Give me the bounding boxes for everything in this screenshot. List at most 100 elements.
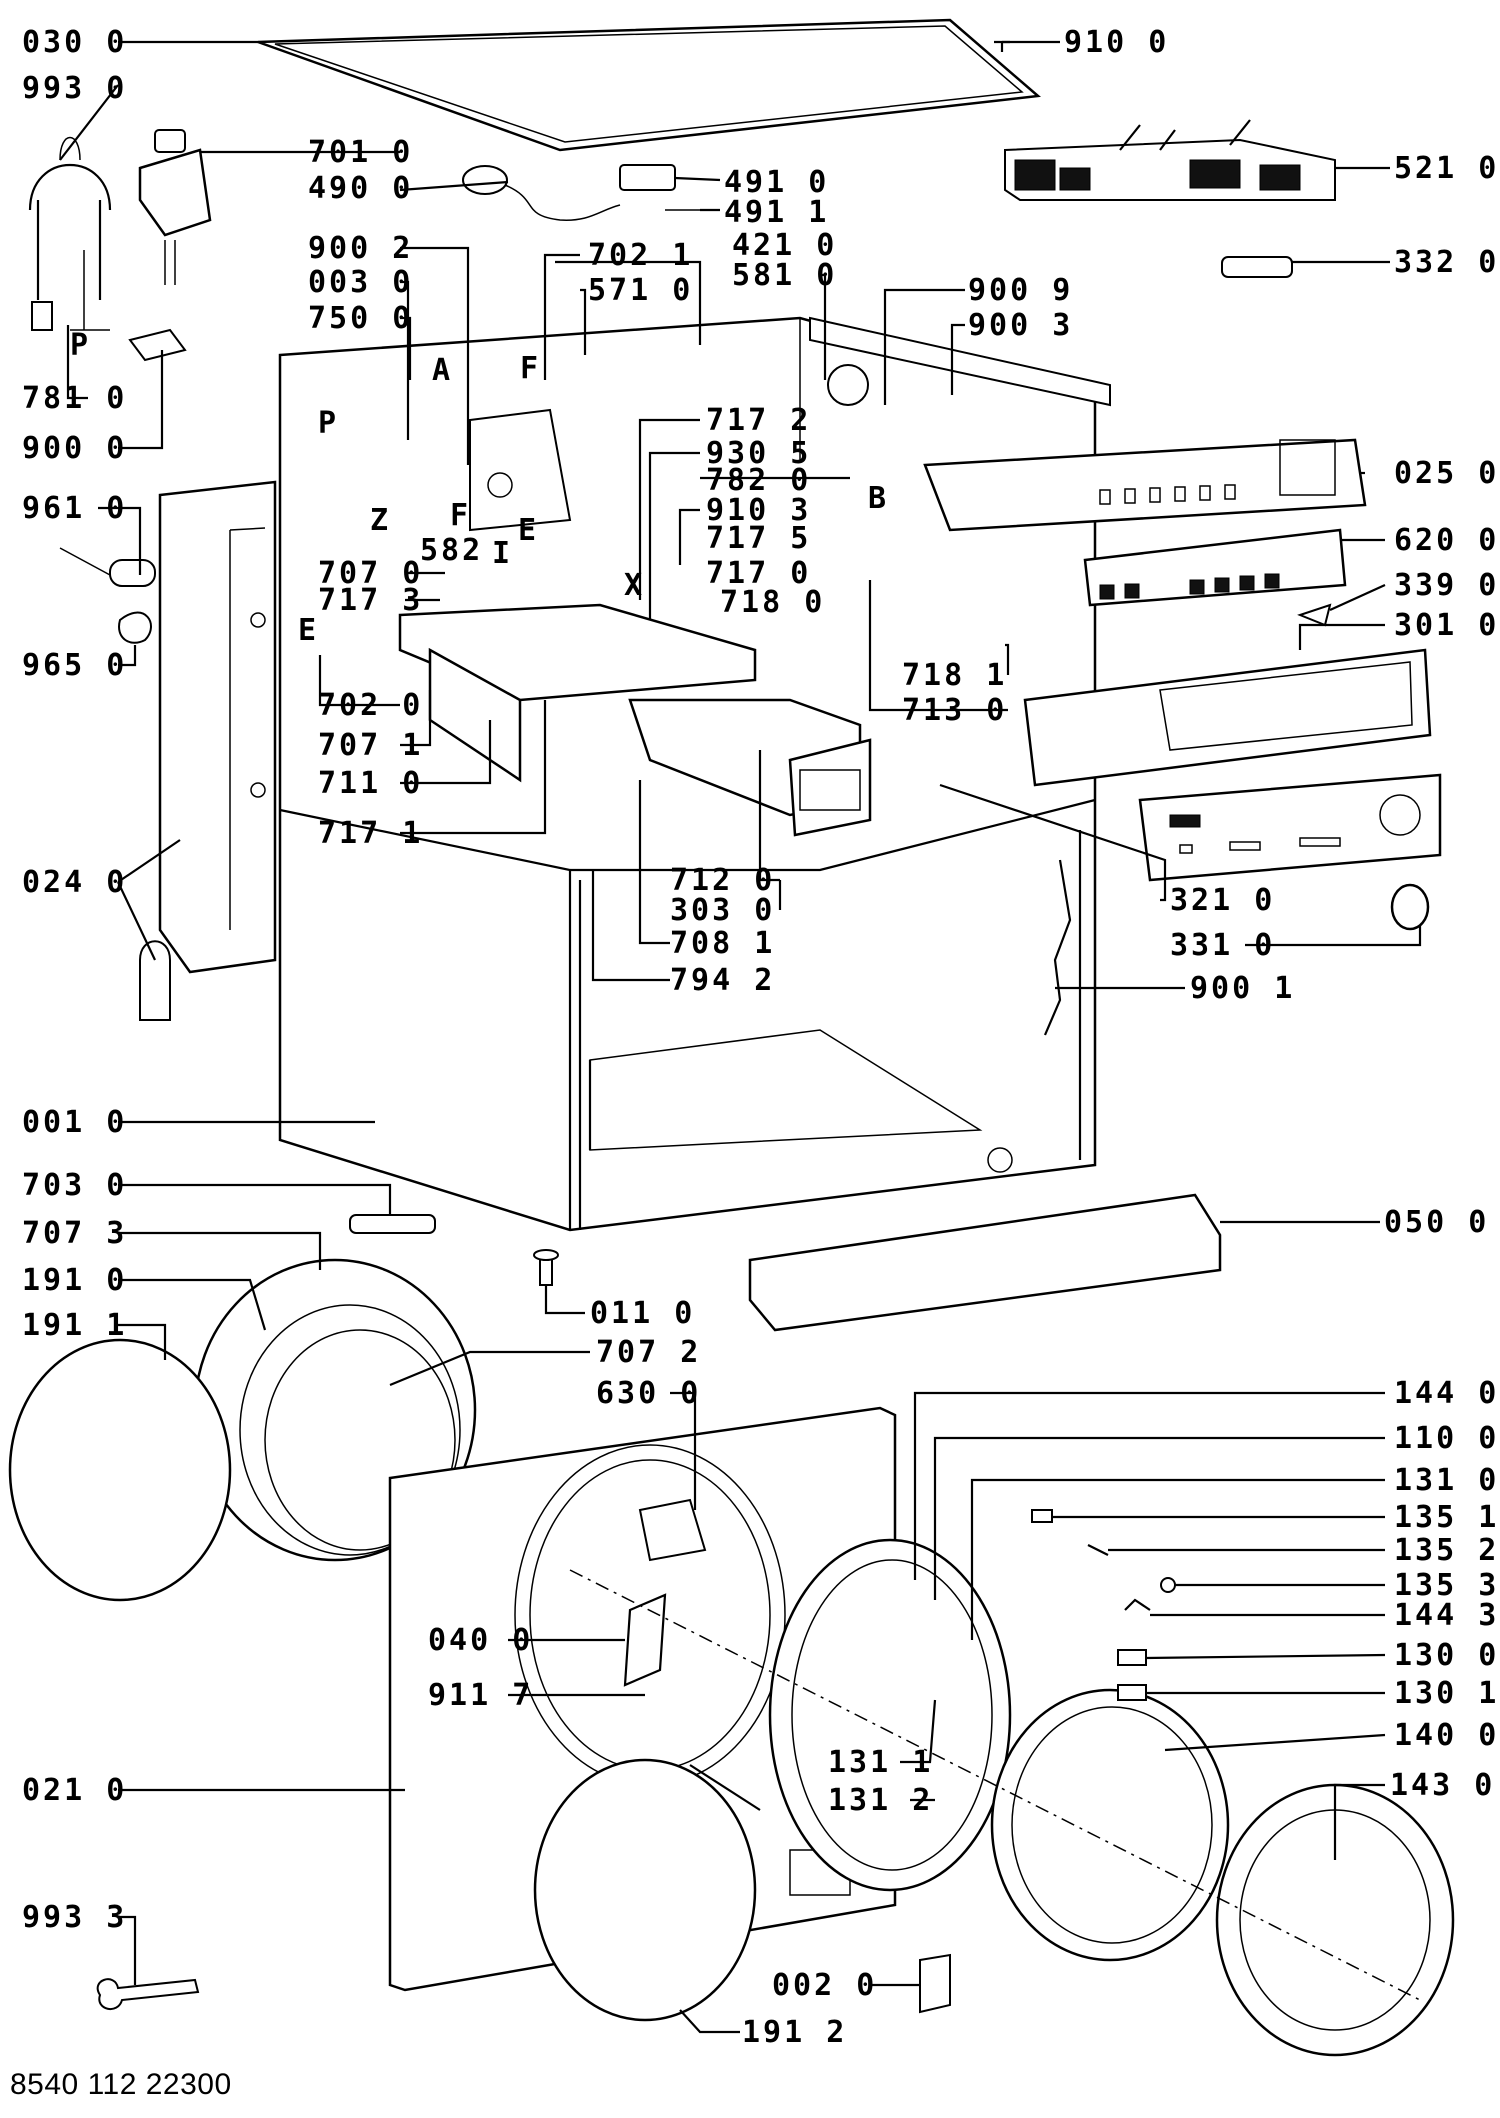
callout-130-0: 130 0 (1394, 1638, 1499, 1673)
marker-x: X (624, 568, 645, 603)
callout-900-0: 900 0 (22, 431, 127, 466)
callout-521-0: 521 0 (1394, 151, 1499, 186)
callout-024-0: 024 0 (22, 865, 127, 900)
cable-harness-part (1043, 859, 1072, 1036)
callout-707-3: 707 3 (22, 1216, 127, 1251)
door-bottom-part (533, 1758, 757, 2022)
fascia-part (923, 438, 1367, 532)
callout-040-0: 040 0 (428, 1623, 533, 1658)
callout-331-0: 331 0 (1170, 928, 1275, 963)
tub-back-part (8, 1338, 232, 1602)
callout-711-0: 711 0 (318, 766, 423, 801)
callout-993-3: 993 3 (22, 1900, 127, 1935)
callout-050-0: 050 0 (1384, 1205, 1489, 1240)
callout-321-0: 321 0 (1170, 883, 1275, 918)
callout-620-0: 620 0 (1394, 523, 1499, 558)
callout-911-7: 911 7 (428, 1678, 533, 1713)
callout-900-3: 900 3 (968, 308, 1073, 343)
callout-703-0: 703 0 (22, 1168, 127, 1203)
letter-markers: A P F P Z F E 582 I B X E (70, 328, 889, 648)
callout-002-0: 002 0 (772, 1968, 877, 2003)
callout-011-0: 011 0 (590, 1296, 695, 1331)
leader-lines (59, 40, 1422, 2034)
marker-p-mid: P (318, 406, 339, 441)
callout-491-1: 491 1 (724, 195, 829, 230)
callout-781-0: 781 0 (22, 381, 127, 416)
top-lid-part (257, 18, 1041, 152)
callout-003-0: 003 0 (308, 265, 413, 300)
callout-717-2: 717 2 (706, 403, 811, 438)
callout-135-2: 135 2 (1394, 1533, 1499, 1568)
callout-910-0: 910 0 (1064, 25, 1169, 60)
callout-labels: 030 0 910 0 993 0 701 0 490 0 491 0 491 … (22, 25, 1499, 2050)
callout-339-0: 339 0 (1394, 568, 1499, 603)
callout-713-0: 713 0 (902, 693, 1007, 728)
parts-drawing (8, 18, 1455, 2057)
marker-z: Z (370, 503, 391, 538)
callout-143-0: 143 0 (1390, 1768, 1495, 1803)
callout-001-0: 001 0 (22, 1105, 127, 1140)
callout-110-0: 110 0 (1394, 1421, 1499, 1456)
callout-782-0: 782 0 (706, 463, 811, 498)
rear-panel-part (158, 480, 277, 974)
wrench-tool-part (96, 1978, 200, 2010)
kick-plate-part (748, 1193, 1222, 1332)
callout-707-2: 707 2 (596, 1335, 701, 1370)
callout-144-3: 144 3 (1394, 1598, 1499, 1633)
callout-900-2: 900 2 (308, 231, 413, 266)
callout-718-0: 718 0 (720, 585, 825, 620)
marker-f-mid: F (450, 498, 471, 533)
valve-part (138, 148, 212, 237)
fascia-frame-part (1023, 648, 1432, 787)
callout-191-2: 191 2 (742, 2015, 847, 2050)
cylinder-part (1221, 256, 1293, 278)
callout-961-0: 961 0 (22, 491, 127, 526)
callout-702-1: 702 1 (588, 238, 693, 273)
callout-910-3: 910 3 (706, 493, 811, 528)
marker-p-top: P (70, 328, 91, 363)
knob-part (1390, 883, 1430, 931)
callout-581-0: 581 0 (732, 258, 837, 293)
callout-491-0: 491 0 (724, 165, 829, 200)
callout-421-0: 421 0 (732, 228, 837, 263)
callout-717-3: 717 3 (318, 583, 423, 618)
marker-b: B (868, 481, 889, 516)
callout-301-0: 301 0 (1394, 608, 1499, 643)
callout-144-0: 144 0 (1394, 1376, 1499, 1411)
callout-708-1: 708 1 (670, 926, 775, 961)
front-panel-part (388, 1406, 897, 1992)
callout-900-9: 900 9 (968, 273, 1073, 308)
control-module-part (1004, 119, 1336, 201)
dispenser-part (398, 603, 872, 837)
callout-490-0: 490 0 (308, 171, 413, 206)
callout-191-0: 191 0 (22, 1263, 127, 1298)
marker-i: I (492, 536, 513, 571)
callout-794-2: 794 2 (670, 963, 775, 998)
callout-303-0: 303 0 (670, 893, 775, 928)
callout-701-0: 701 0 (308, 135, 413, 170)
callout-131-0: 131 0 (1394, 1463, 1499, 1498)
callout-712-0: 712 0 (670, 863, 775, 898)
door-ring-part (768, 1538, 1012, 1892)
callout-332-0: 332 0 (1394, 245, 1499, 280)
callout-135-3: 135 3 (1394, 1568, 1499, 1603)
callout-021-0: 021 0 (22, 1773, 127, 1808)
callout-707-0: 707 0 (318, 556, 423, 591)
marker-e-right: E (518, 513, 539, 548)
callout-750-0: 750 0 (308, 301, 413, 336)
callout-717-0: 717 0 (706, 556, 811, 591)
marker-582: 582 (420, 533, 483, 568)
callout-965-0: 965 0 (22, 648, 127, 683)
callout-131-2: 131 2 (828, 1783, 933, 1818)
callout-717-5: 717 5 (706, 521, 811, 556)
callout-702-0: 702 0 (318, 688, 423, 723)
document-number: 8540 112 22300 (10, 2068, 232, 2101)
marker-a: A (432, 353, 453, 388)
callout-930-5: 930 5 (706, 436, 811, 471)
callout-025-0: 025 0 (1394, 456, 1499, 491)
marker-e-left: E (298, 613, 319, 648)
pcb-part (1083, 528, 1347, 607)
callout-717-1: 717 1 (318, 816, 423, 851)
callout-993-0: 993 0 (22, 71, 127, 106)
callout-707-1: 707 1 (318, 728, 423, 763)
